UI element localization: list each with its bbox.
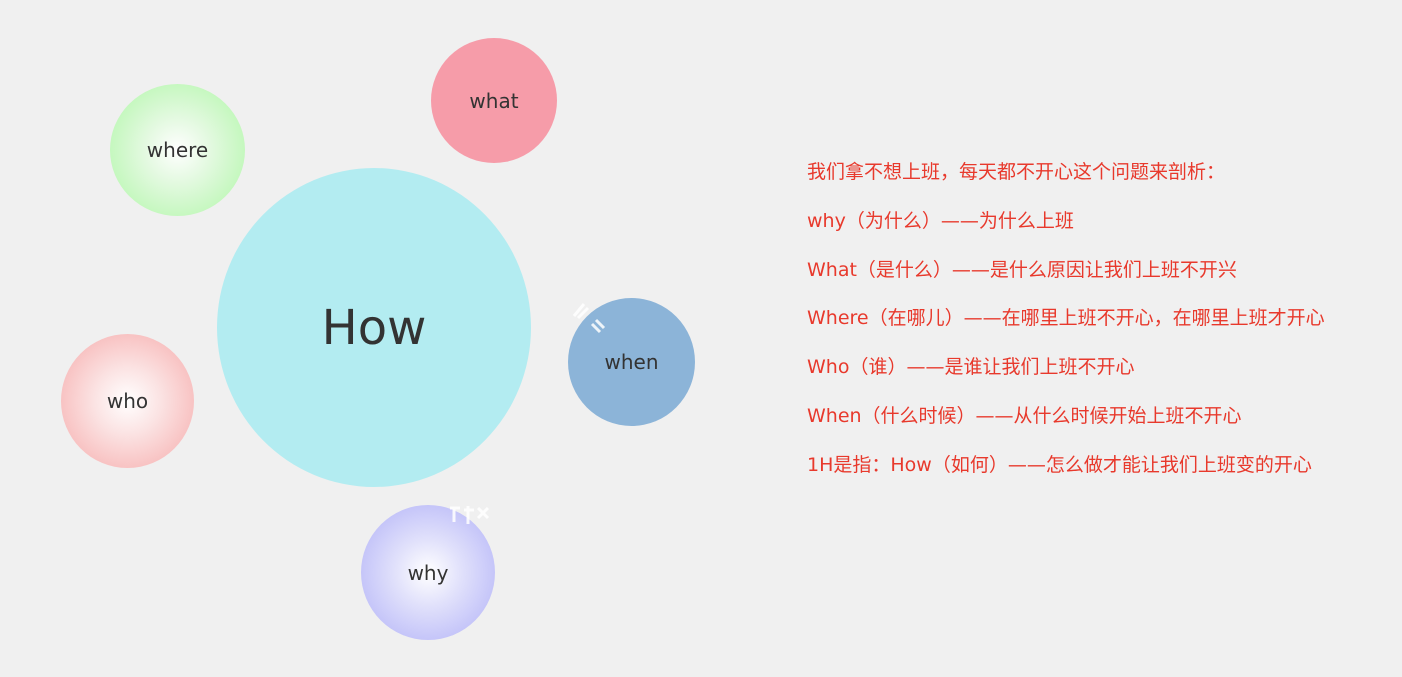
what-bubble[interactable]: what — [431, 38, 557, 163]
note-why: why（为什么）——为什么上班 — [807, 209, 1074, 232]
where-bubble[interactable]: where — [110, 84, 245, 216]
note-who: Who（谁）——是谁让我们上班不开心 — [807, 356, 1135, 379]
what-label: what — [469, 88, 519, 113]
note-how: 1H是指：How（如何）——怎么做才能让我们上班变的开心 — [807, 453, 1312, 476]
who-bubble[interactable]: who — [61, 334, 194, 468]
why-bubble[interactable]: why — [361, 505, 495, 640]
when-bubble[interactable]: when — [568, 298, 695, 426]
notes-panel: 我们拿不想上班，每天都不开心这个问题来剖析： why（为什么）——为什么上班 W… — [807, 160, 1387, 502]
note-where: Where（在哪儿）——在哪里上班不开心，在哪里上班才开心 — [807, 307, 1325, 330]
note-what: What（是什么）——是什么原因让我们上班不开兴 — [807, 258, 1237, 281]
note-intro: 我们拿不想上班，每天都不开心这个问题来剖析： — [807, 161, 1226, 183]
note-when: When（什么时候）——从什么时候开始上班不开心 — [807, 404, 1242, 427]
why-label: why — [407, 560, 449, 585]
how-bubble[interactable]: How — [217, 168, 531, 487]
when-label: when — [604, 350, 659, 374]
who-label: who — [106, 389, 149, 413]
where-label: where — [146, 138, 209, 162]
how-label: How — [321, 299, 427, 356]
